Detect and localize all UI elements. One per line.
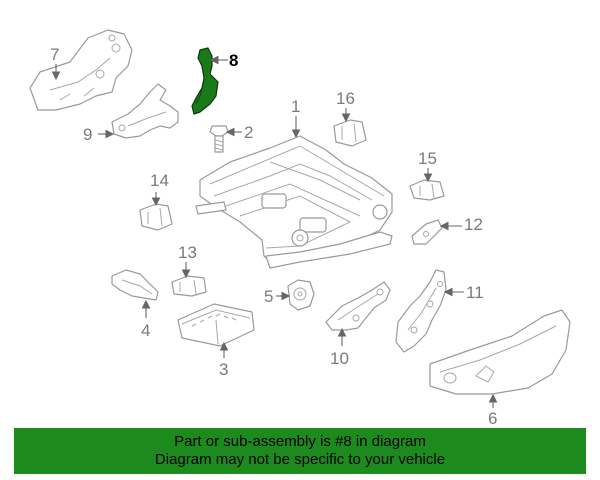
part-5-motor[interactable] [287,279,315,311]
part-15-connector[interactable] [409,179,445,201]
callout-16: 16 [336,89,355,108]
callout-13: 13 [178,243,197,262]
part-9-bracket[interactable] [111,83,179,139]
banner-line-2: Diagram may not be specific to your vehi… [154,451,446,468]
part-11-side-bracket[interactable] [395,269,447,353]
banner-line-1: Part or sub-assembly is #8 in diagram [174,433,426,450]
callout-8: 8 [229,51,238,70]
callout-6: 6 [488,409,497,428]
part-8-trim-cover[interactable] [191,47,219,115]
callout-11: 11 [466,283,484,302]
part-2-bolt[interactable] [209,125,229,153]
part-7-side-shield[interactable] [29,29,133,111]
info-banner: Part or sub-assembly is #8 in diagram Di… [14,428,586,474]
part-12-small-bracket[interactable] [411,219,443,245]
callout-5: 5 [264,287,273,306]
part-10-rail-bracket[interactable] [325,281,391,331]
part-16-clip[interactable] [333,119,367,147]
part-14-connector[interactable] [139,203,173,231]
part-13-connector[interactable] [171,275,207,297]
callout-7: 7 [50,45,59,64]
callout-9: 9 [83,125,92,144]
callout-4: 4 [141,321,150,340]
callout-12: 12 [464,215,483,234]
callout-10: 10 [330,349,349,368]
callout-3: 3 [219,360,228,379]
callout-1: 1 [291,97,300,116]
callout-15: 15 [418,149,437,168]
callout-14: 14 [150,171,169,190]
callout-2: 2 [244,123,253,142]
part-3-control-module[interactable] [177,303,255,347]
part-1-seat-frame[interactable] [195,135,393,269]
part-4-bracket[interactable] [111,269,159,301]
part-6-side-cover[interactable] [429,309,571,395]
